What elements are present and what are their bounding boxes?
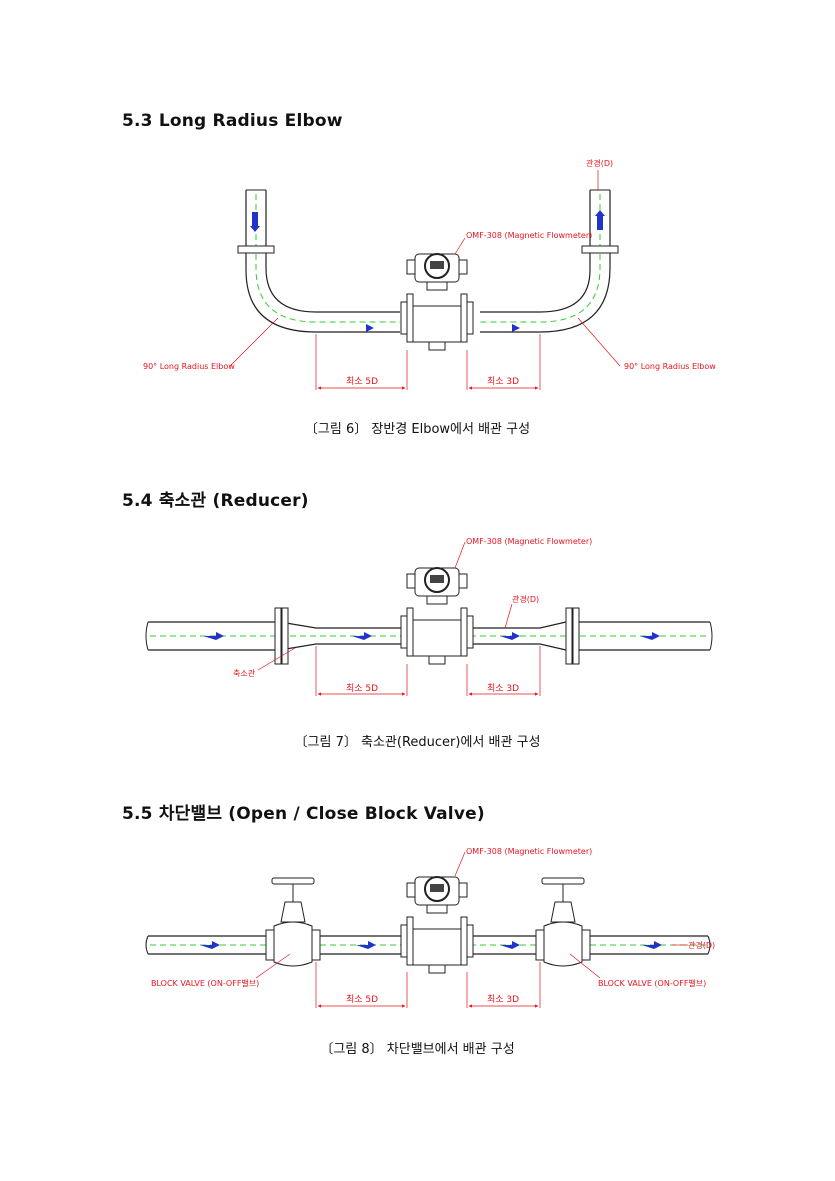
section-heading-elbow: 5.3 Long Radius Elbow	[122, 111, 343, 131]
label-elbow-right: 90° Long Radius Elbow	[624, 362, 716, 371]
section-heading-block-valve: 5.5 차단밸브 (Open / Close Block Valve)	[122, 804, 485, 824]
label-flowmeter: OMF-308 (Magnetic Flowmeter)	[466, 537, 592, 546]
dim-upstream-5d: 최소 5D	[346, 994, 378, 1005]
section-heading-reducer: 5.4 축소관 (Reducer)	[122, 491, 309, 511]
dim-downstream-3d: 최소 3D	[487, 376, 519, 387]
label-elbow-left: 90° Long Radius Elbow	[143, 362, 235, 371]
figure-8-block-valve: 최소 5D 최소 3D OMF-308 (Magnetic Flowmeter)…	[145, 847, 715, 1008]
caption-figure-6: 〔그림 6〕 장반경 Elbow에서 배관 구성	[304, 422, 531, 437]
dim-downstream-3d: 최소 3D	[487, 683, 519, 694]
figure-6-long-radius-elbow: 최소 5D 최소 3D OMF-308 (Magnetic Flowmeter)…	[143, 158, 716, 390]
caption-figure-7: 〔그림 7〕 축소관(Reducer)에서 배관 구성	[294, 735, 541, 750]
figure-7-reducer: 최소 5D 최소 3D OMF-308 (Magnetic Flowmeter)…	[145, 537, 713, 696]
label-pipe-diameter: 관경(D)	[512, 594, 539, 604]
valve-left	[265, 877, 321, 967]
label-pipe-diameter: 관경(D)	[688, 940, 715, 950]
caption-figure-8: 〔그림 8〕 차단밸브에서 배관 구성	[320, 1042, 515, 1057]
valve-right	[535, 877, 591, 967]
label-flowmeter: OMF-308 (Magnetic Flowmeter)	[466, 847, 592, 856]
dim-upstream-5d: 최소 5D	[346, 683, 378, 694]
label-valve-left: BLOCK VALVE (ON-OFF밸브)	[151, 978, 259, 988]
label-reducer: 축소관	[233, 668, 256, 678]
label-pipe-diameter: 관경(D)	[586, 158, 613, 168]
label-flowmeter: OMF-308 (Magnetic Flowmeter)	[466, 231, 592, 240]
dim-downstream-3d: 최소 3D	[487, 994, 519, 1005]
label-valve-right: BLOCK VALVE (ON-OFF밸브)	[598, 978, 706, 988]
dim-upstream-5d: 최소 5D	[346, 376, 378, 387]
